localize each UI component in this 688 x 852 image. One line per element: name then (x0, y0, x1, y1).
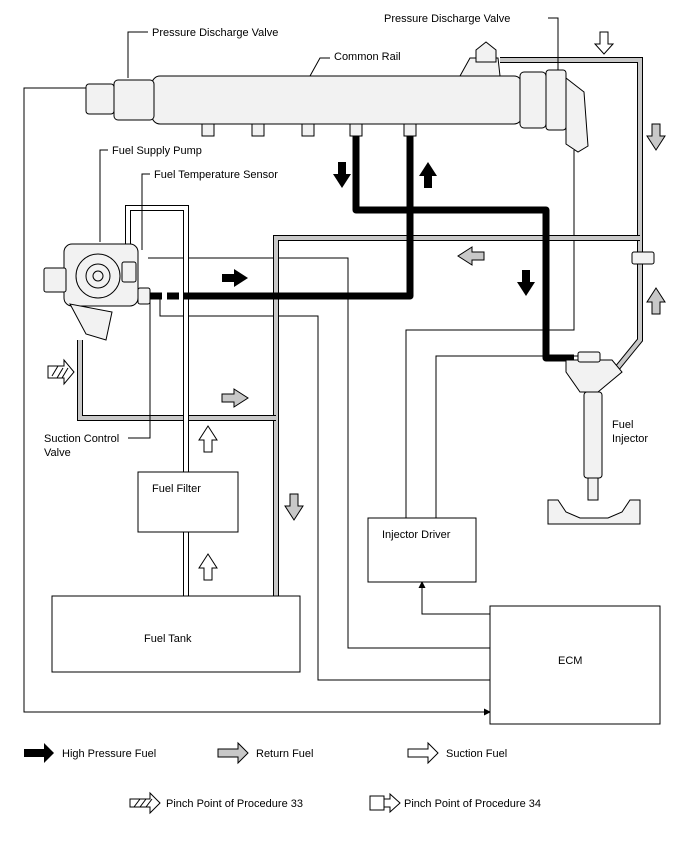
pinch-34-marker-icon (593, 31, 615, 55)
label-injector-driver: Injector Driver (382, 529, 451, 541)
label-suction-control-valve-1: Suction Control (44, 433, 119, 445)
hp-arrow-down-icon (517, 270, 535, 296)
suction-fuel-lines (125, 205, 189, 612)
legend-suction-icon (407, 741, 439, 765)
hp-arrow-down-icon (333, 162, 351, 188)
label-fuel-filter: Fuel Filter (152, 483, 201, 495)
high-pressure-lines (138, 132, 574, 362)
label-fuel-tank: Fuel Tank (144, 633, 192, 645)
hp-arrow-up-icon (419, 162, 437, 188)
label-fuel-temperature-sensor: Fuel Temperature Sensor (154, 169, 278, 181)
legend-high-pressure-icon (24, 743, 54, 763)
legend-return-label: Return Fuel (256, 748, 313, 760)
label-fuel-supply-pump: Fuel Supply Pump (112, 145, 202, 157)
legend-pinch-33-icon (129, 791, 161, 815)
return-arrow-down-icon (284, 493, 304, 521)
return-arrow-down-icon (646, 123, 666, 151)
legend-pinch-34-icon (383, 792, 401, 814)
suction-arrow-up-icon (198, 425, 218, 453)
injector-driver-box (367, 517, 477, 583)
suction-arrow-up-icon (198, 553, 218, 581)
return-arrow-up-icon (646, 287, 666, 315)
fuel-tank-box (51, 595, 301, 673)
legend-high-pressure-label: High Pressure Fuel (62, 748, 156, 760)
fuel-filter-box (137, 471, 239, 533)
label-fuel-injector-1: Fuel (612, 419, 633, 431)
label-pressure-discharge-valve-left: Pressure Discharge Valve (152, 27, 278, 39)
label-ecm: ECM (558, 655, 582, 667)
legend-suction-label: Suction Fuel (446, 748, 507, 760)
common-rail (85, 41, 589, 153)
legend-pinch-33-label: Pinch Point of Procedure 33 (166, 798, 303, 810)
fuel-supply-pump (43, 243, 151, 341)
return-fuel-lines (77, 57, 643, 612)
leader-lines (99, 17, 559, 439)
legend-return-icon (217, 741, 249, 765)
legend-pinch-34-label: Pinch Point of Procedure 34 (404, 798, 541, 810)
fuel-injector-part (547, 251, 655, 525)
hp-arrow-right-icon (222, 269, 248, 287)
ecm-box (489, 605, 661, 725)
label-suction-control-valve-2: Valve (44, 447, 71, 459)
label-common-rail: Common Rail (334, 51, 401, 63)
return-arrow-left-icon (457, 246, 485, 266)
legend: High Pressure Fuel Return Fuel Suction F… (24, 741, 541, 815)
label-fuel-injector-2: Injector (612, 433, 648, 445)
return-arrow-right-icon (221, 388, 249, 408)
label-pressure-discharge-valve-right: Pressure Discharge Valve (384, 13, 510, 25)
flow-arrows (47, 31, 666, 581)
